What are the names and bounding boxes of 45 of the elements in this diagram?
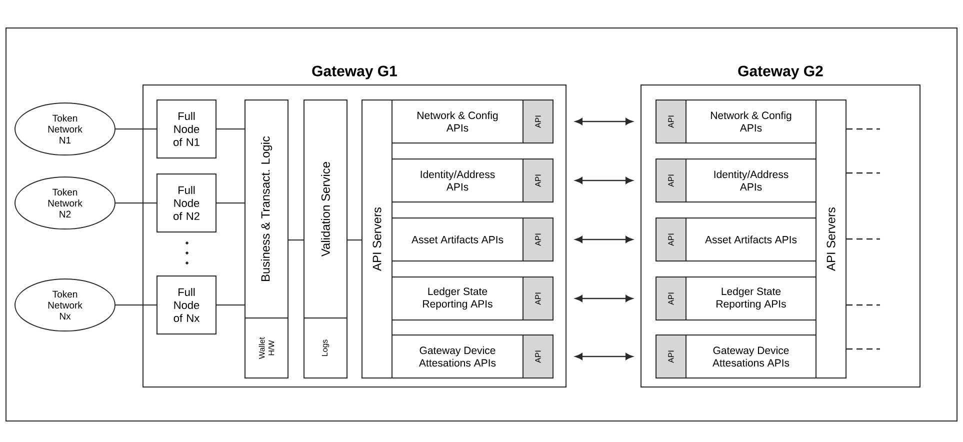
- api-tab: API: [656, 276, 686, 320]
- double-arrow: [575, 353, 633, 360]
- api-tab: API: [522, 100, 554, 144]
- api-box: Asset Artifacts APIs: [392, 218, 524, 262]
- api-tab: API: [522, 158, 554, 202]
- double-arrow: [575, 236, 633, 243]
- dashed-line: [846, 172, 880, 174]
- api-tab: API: [522, 334, 554, 378]
- api-tab: API: [656, 218, 686, 262]
- api-tab: API: [656, 158, 686, 202]
- api-box: Ledger State Reporting APIs: [392, 276, 524, 320]
- api-box: Network & Config APIs: [392, 100, 524, 144]
- connector-line: [216, 304, 245, 306]
- dashed-line: [846, 238, 880, 240]
- api-tab: API: [656, 100, 686, 144]
- dashed-line: [846, 304, 880, 306]
- double-arrow: [575, 295, 633, 302]
- dashed-line: [846, 348, 880, 350]
- api-tab: API: [522, 218, 554, 262]
- wallet-box: Wallet H/W: [244, 318, 288, 378]
- api-box: Asset Artifacts APIs: [686, 218, 816, 262]
- api-box: Identity/Address APIs: [686, 158, 816, 202]
- full-node-box: Full Node of Nx: [156, 276, 216, 334]
- full-node-box: Full Node of N1: [156, 100, 216, 158]
- api-box: Network & Config APIs: [686, 100, 816, 144]
- api-box: Gateway Device Attesations APIs: [686, 334, 816, 378]
- server-bar: API Servers: [362, 100, 392, 378]
- node-label: Gateway G1: [312, 66, 398, 80]
- api-box: Gateway Device Attesations APIs: [392, 334, 524, 378]
- api-tab: API: [522, 276, 554, 320]
- double-arrow: [575, 118, 633, 125]
- api-box: Identity/Address APIs: [392, 158, 524, 202]
- dashed-line: [846, 128, 880, 130]
- full-node-box: Full Node of N2: [156, 174, 216, 232]
- api-tab: API: [656, 334, 686, 378]
- node-label: Gateway G2: [738, 66, 823, 80]
- logs-box: Logs: [304, 318, 348, 378]
- server-bar: API Servers: [816, 100, 846, 378]
- connector-line: [115, 128, 157, 130]
- connector-line: [216, 202, 245, 204]
- connector-line: [115, 202, 157, 204]
- api-box: Ledger State Reporting APIs: [686, 276, 816, 320]
- double-arrow: [575, 177, 633, 184]
- connector-line: [115, 304, 157, 306]
- connector-line: [216, 128, 245, 130]
